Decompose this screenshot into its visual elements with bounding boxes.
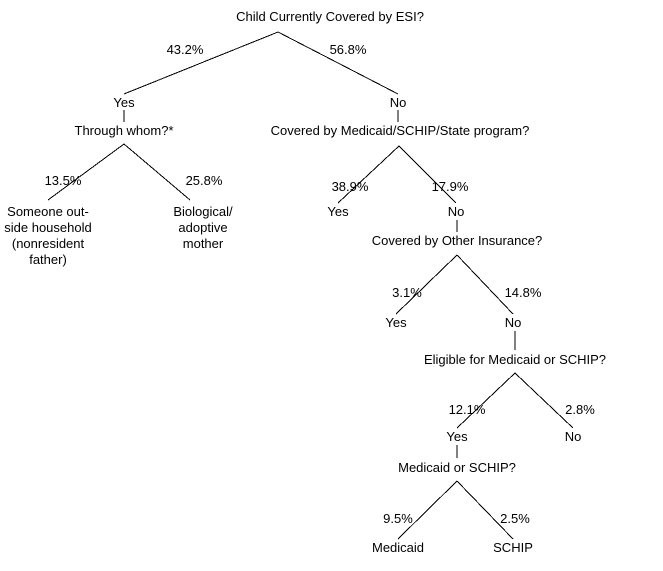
nonresident-father-line-2: side household (4, 220, 92, 235)
pct-esi-yes: 43.2% (166, 42, 204, 57)
pct-eligible-yes: 12.1% (448, 402, 486, 417)
node-biological-adoptive-mother: Biological/ adoptive mother (138, 204, 268, 252)
edge-medicaidstate-to-no (398, 145, 457, 204)
pct-medicaid-no: 17.9% (431, 179, 469, 194)
edge-medicaidorschip-to-medicaid (397, 480, 458, 540)
pct-nonresident-father: 13.5% (44, 173, 82, 188)
node-esi-no: No (389, 95, 407, 110)
edge-otherins-to-yes (395, 254, 458, 315)
pct-leaf-medicaid: 9.5% (383, 511, 413, 526)
node-leaf-medicaid: Medicaid (371, 540, 425, 555)
node-medicaid-or-schip-question: Medicaid or SCHIP? (398, 460, 516, 475)
node-other-ins-yes: Yes (385, 315, 407, 330)
edge-otherins-to-no (456, 254, 514, 315)
pct-other-ins-no: 14.8% (504, 285, 542, 300)
pct-biological-adoptive-mother: 25.8% (185, 173, 223, 188)
nonresident-father-line-3: (nonresident (11, 236, 85, 251)
bio-mother-line-2: adoptive (178, 220, 228, 235)
node-eligible-yes: Yes (446, 429, 468, 444)
edge-medicaidorschip-to-schip (456, 480, 514, 540)
node-eligible-question: Eligible for Medicaid or SCHIP? (423, 352, 607, 367)
pct-medicaid-yes: 38.9% (331, 179, 369, 194)
edge-root-to-yes (123, 31, 279, 95)
node-through-whom-question: Through whom?* (74, 123, 174, 138)
pct-leaf-schip: 2.5% (500, 511, 530, 526)
pct-esi-no: 56.8% (329, 42, 367, 57)
edge-eligible-to-yes (456, 372, 516, 429)
edge-medicaidstate-to-yes (337, 145, 400, 204)
node-root-question: Child Currently Covered by ESI? (236, 9, 424, 24)
node-other-insurance-question: Covered by Other Insurance? (371, 233, 543, 248)
edge-throughwhom-to-mother (123, 143, 191, 201)
node-leaf-schip: SCHIP (493, 540, 533, 555)
nonresident-father-line-4: father) (29, 252, 67, 267)
node-other-ins-no: No (504, 315, 522, 330)
bio-mother-line-3: mother (182, 236, 224, 251)
nonresident-father-line-1: Someone out- (7, 204, 89, 219)
node-eligible-no: No (564, 429, 582, 444)
node-medicaid-yes: Yes (327, 204, 349, 219)
edge-throughwhom-to-father (47, 143, 125, 201)
node-nonresident-father: Someone out- side household (nonresident… (0, 204, 113, 268)
pct-other-ins-yes: 3.1% (392, 285, 422, 300)
pct-eligible-no: 2.8% (565, 402, 595, 417)
node-esi-yes: Yes (113, 95, 135, 110)
edge-eligible-to-no (514, 372, 574, 429)
node-medicaid-state-question: Covered by Medicaid/SCHIP/State program? (270, 123, 530, 138)
node-medicaid-no: No (447, 204, 465, 219)
bio-mother-line-1: Biological/ (173, 204, 233, 219)
edge-root-to-no (277, 31, 399, 95)
